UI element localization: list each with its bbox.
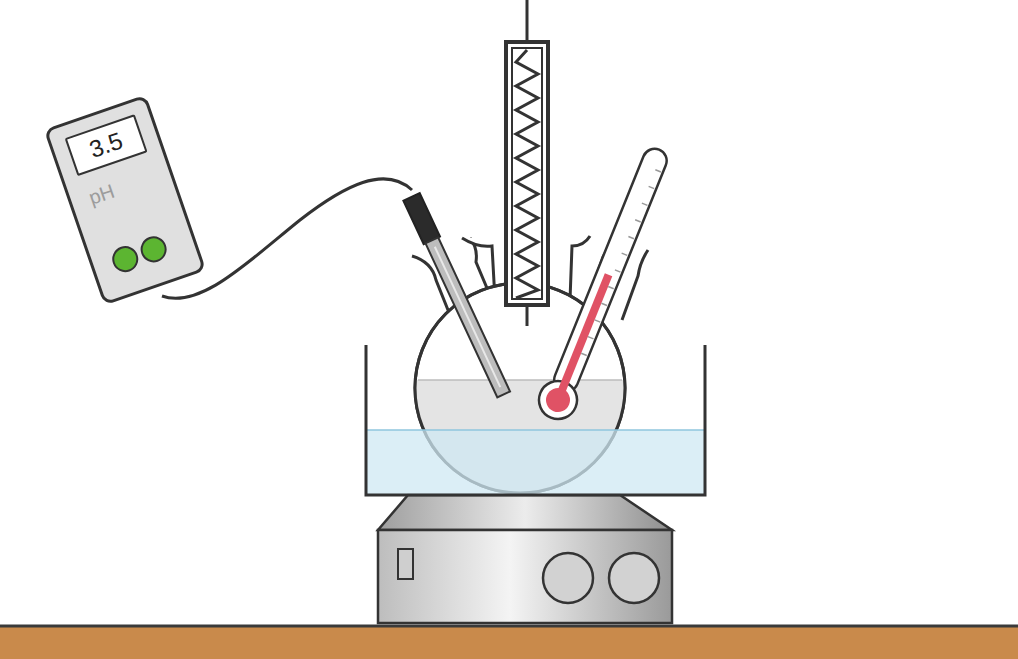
condenser [506, 42, 548, 305]
tubing [526, 0, 529, 42]
knob [543, 553, 593, 603]
condenser-coil [516, 50, 538, 298]
thermometer [533, 143, 676, 425]
switch [398, 549, 413, 579]
ph-probe [403, 193, 511, 398]
bench [0, 625, 1018, 659]
hotplate-top [378, 495, 672, 530]
ph-meter: pH 3.5 [44, 94, 207, 305]
meter-label: pH [86, 180, 117, 209]
water-bath [366, 345, 705, 495]
ph-reading: 3.5 [86, 127, 126, 163]
hotplate-base [378, 530, 672, 623]
probe-cable [162, 179, 412, 299]
water [366, 430, 705, 495]
ph-display: 3.5 [65, 114, 148, 176]
knob [609, 553, 659, 603]
